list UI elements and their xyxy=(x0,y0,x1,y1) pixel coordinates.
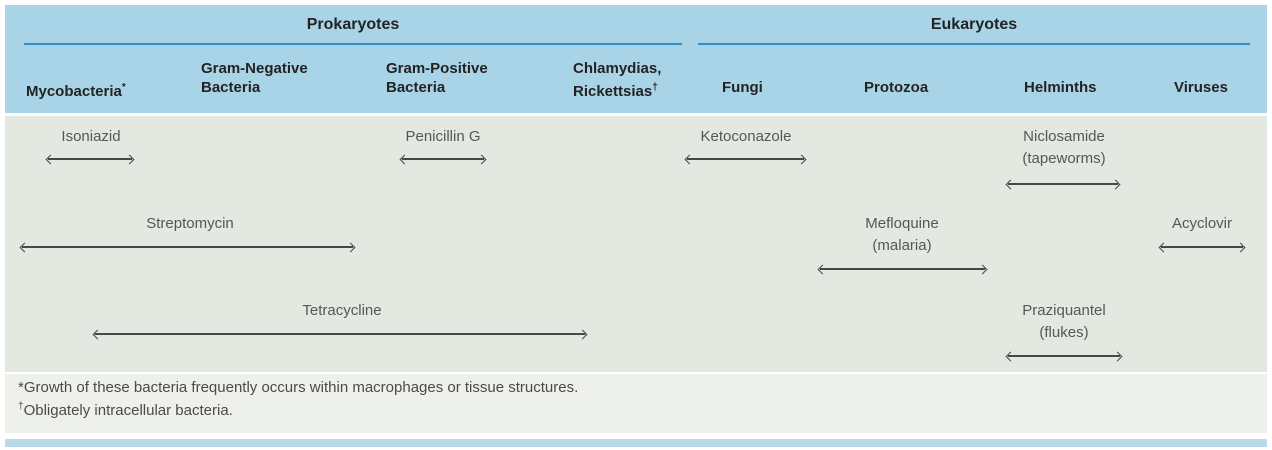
column-header-text: Gram-Negative xyxy=(201,60,308,77)
drug-name: Niclosamide xyxy=(1023,128,1105,145)
column-header-text: Chlamydias, xyxy=(573,60,662,77)
drug-label-penicillin-g: Penicillin G xyxy=(405,126,480,148)
spectrum-arrow-penicillin-g xyxy=(402,158,484,160)
spectrum-arrow-acyclovir xyxy=(1161,246,1243,248)
drug-label-mefloquine: Mefloquine (malaria) xyxy=(865,213,938,257)
footnote-intracellular: †Obligately intracellular bacteria. xyxy=(18,401,233,419)
footnote-band xyxy=(5,374,1267,433)
dagger-superscript: † xyxy=(18,401,24,412)
column-header-chlamydias-rickettsias: Chlamydias,Rickettsias† xyxy=(573,59,661,101)
drug-label-niclosamide: Niclosamide (tapeworms) xyxy=(1022,126,1105,170)
spectrum-arrow-ketoconazole xyxy=(687,158,804,160)
body-band xyxy=(5,116,1267,372)
column-header-mycobacteria: Mycobacteria* xyxy=(26,78,126,101)
bottom-rule-bar xyxy=(5,439,1267,447)
drug-name: Mefloquine xyxy=(865,215,939,232)
drug-label-streptomycin: Streptomycin xyxy=(146,213,234,235)
prokaryotes-rule xyxy=(24,43,682,45)
column-header-text: Mycobacteria xyxy=(26,83,122,100)
asterisk-superscript: * xyxy=(121,82,126,93)
drug-label-isoniazid: Isoniazid xyxy=(61,126,120,148)
group-title-eukaryotes: Eukaryotes xyxy=(930,16,1018,33)
eukaryotes-rule xyxy=(698,43,1250,45)
drug-note: (tapeworms) xyxy=(1022,150,1106,167)
drug-name: Acyclovir xyxy=(1171,215,1233,232)
column-header-text: Gram-Positive xyxy=(386,60,488,77)
column-header-text: Rickettsias† xyxy=(573,78,661,101)
drug-note: (malaria) xyxy=(872,237,932,254)
footnote-text: Obligately intracellular bacteria. xyxy=(23,402,233,419)
drug-name: Streptomycin xyxy=(146,215,234,232)
spectrum-arrow-tetracycline xyxy=(95,333,585,335)
drug-note: (flukes) xyxy=(1039,324,1089,341)
drug-name: Isoniazid xyxy=(61,128,121,145)
column-header-helminths: Helminths xyxy=(1024,79,1097,96)
drug-name: Ketoconazole xyxy=(700,128,792,145)
drug-label-tetracycline: Tetracycline xyxy=(302,300,381,322)
column-header-protozoa: Protozoa xyxy=(864,79,929,96)
column-header-text: Rickettsias xyxy=(573,83,653,100)
spectrum-arrow-streptomycin xyxy=(22,246,353,248)
drug-name: Penicillin G xyxy=(405,128,481,145)
drug-label-acyclovir: Acyclovir xyxy=(1172,213,1232,235)
drug-name: Tetracycline xyxy=(302,302,382,319)
drug-label-praziquantel: Praziquantel (flukes) xyxy=(1022,300,1105,344)
drug-label-ketoconazole: Ketoconazole xyxy=(701,126,792,148)
spectrum-arrow-mefloquine xyxy=(820,268,985,270)
spectrum-arrow-niclosamide xyxy=(1008,183,1118,185)
column-header-text: Bacteria xyxy=(386,79,446,96)
spectrum-arrow-isoniazid xyxy=(48,158,132,160)
header-band xyxy=(5,5,1267,113)
drug-name: Praziquantel xyxy=(1022,302,1106,319)
spectrum-arrow-praziquantel xyxy=(1008,355,1120,357)
column-header-fungi: Fungi xyxy=(722,79,763,96)
footnote-macrophages: *Growth of these bacteria frequently occ… xyxy=(18,379,579,396)
column-header-text: Bacteria xyxy=(201,79,261,96)
dagger-superscript: † xyxy=(652,82,658,93)
group-title-prokaryotes: Prokaryotes xyxy=(306,16,400,33)
column-header-viruses: Viruses xyxy=(1174,79,1228,96)
